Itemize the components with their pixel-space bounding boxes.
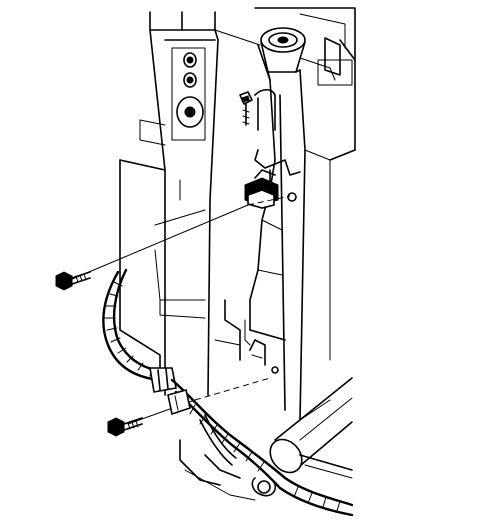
lower-fastener-leader (127, 377, 271, 425)
side-panel (119, 159, 206, 381)
lower-body-outline (179, 439, 353, 501)
filler-neck-cap (260, 27, 341, 81)
lower-bolt-fastener (107, 417, 143, 437)
lower-crossmember (269, 377, 353, 474)
post-hole-middle (183, 72, 197, 88)
post-hole-large (176, 96, 204, 128)
right-edge-detail (299, 149, 331, 421)
upper-bolt (239, 91, 253, 126)
post-hole-upper (183, 52, 197, 68)
lower-mounting-bracket (249, 339, 279, 374)
radiator-support-post (139, 29, 219, 396)
upper-mounting-bracket (244, 149, 301, 209)
radiator-side-channel (214, 44, 306, 421)
wiring-harness (102, 268, 354, 517)
upper-bolt-fastener (55, 271, 91, 291)
upper-hose (254, 88, 276, 131)
rear-body-structure (149, 7, 356, 161)
upper-fastener-leader (69, 195, 291, 281)
